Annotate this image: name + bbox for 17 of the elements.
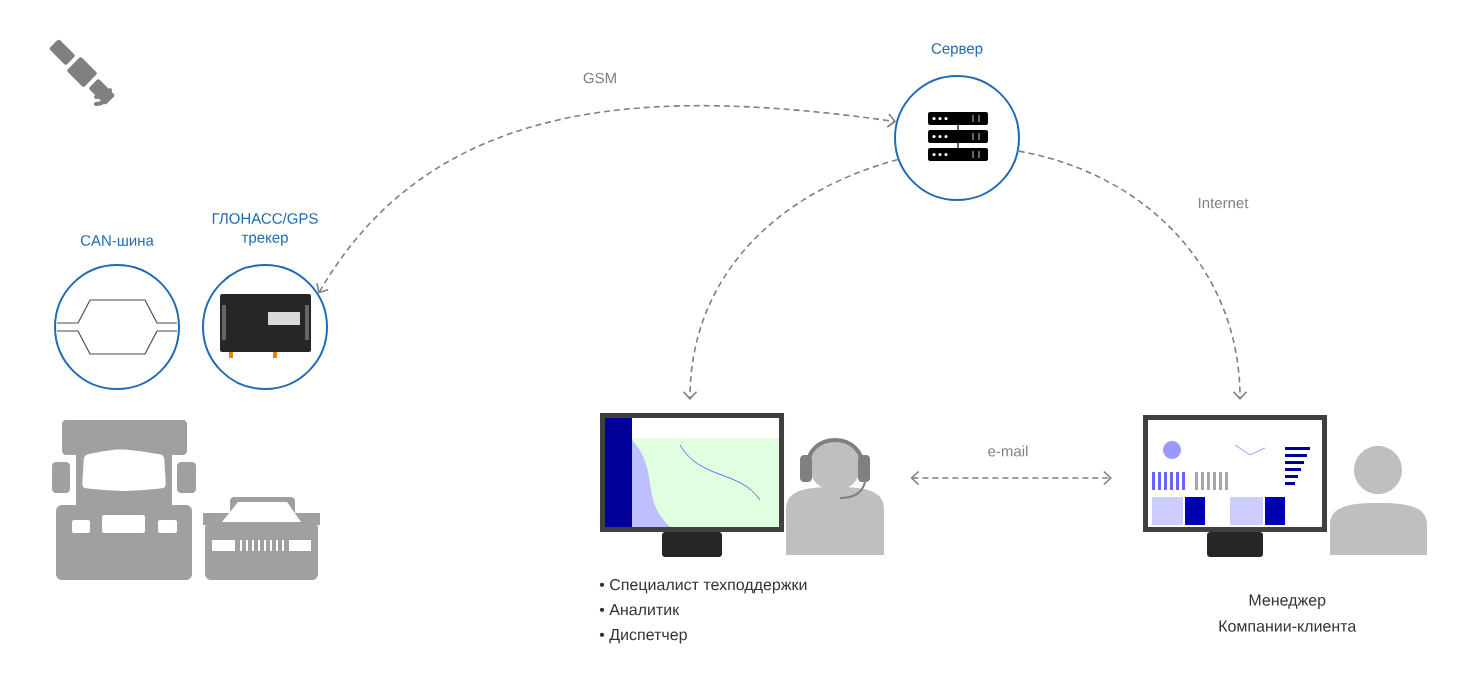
list-item: • Специалист техподдержки	[599, 578, 807, 594]
list-item: • Аналитик	[599, 604, 680, 616]
tracker-circle	[202, 212, 328, 390]
node-title: CAN-шина	[80, 235, 154, 246]
sensor-circle	[54, 235, 180, 390]
node-title: ГЛОНАСС/GPS трекер	[212, 212, 318, 246]
node-title: Сервер	[931, 43, 983, 57]
edge-label: Internet	[1195, 195, 1251, 211]
list-item: • Диспетчер	[599, 629, 687, 644]
edge-label: e-mail	[985, 443, 1031, 459]
server-circle	[894, 43, 1020, 201]
person-caption: Менеджер Компании-клиента	[1219, 594, 1357, 632]
arrow	[910, 470, 1112, 486]
arrow	[316, 105, 897, 294]
arrow	[682, 158, 899, 400]
arrow	[1017, 150, 1248, 400]
edge-label: GSM	[580, 70, 620, 86]
